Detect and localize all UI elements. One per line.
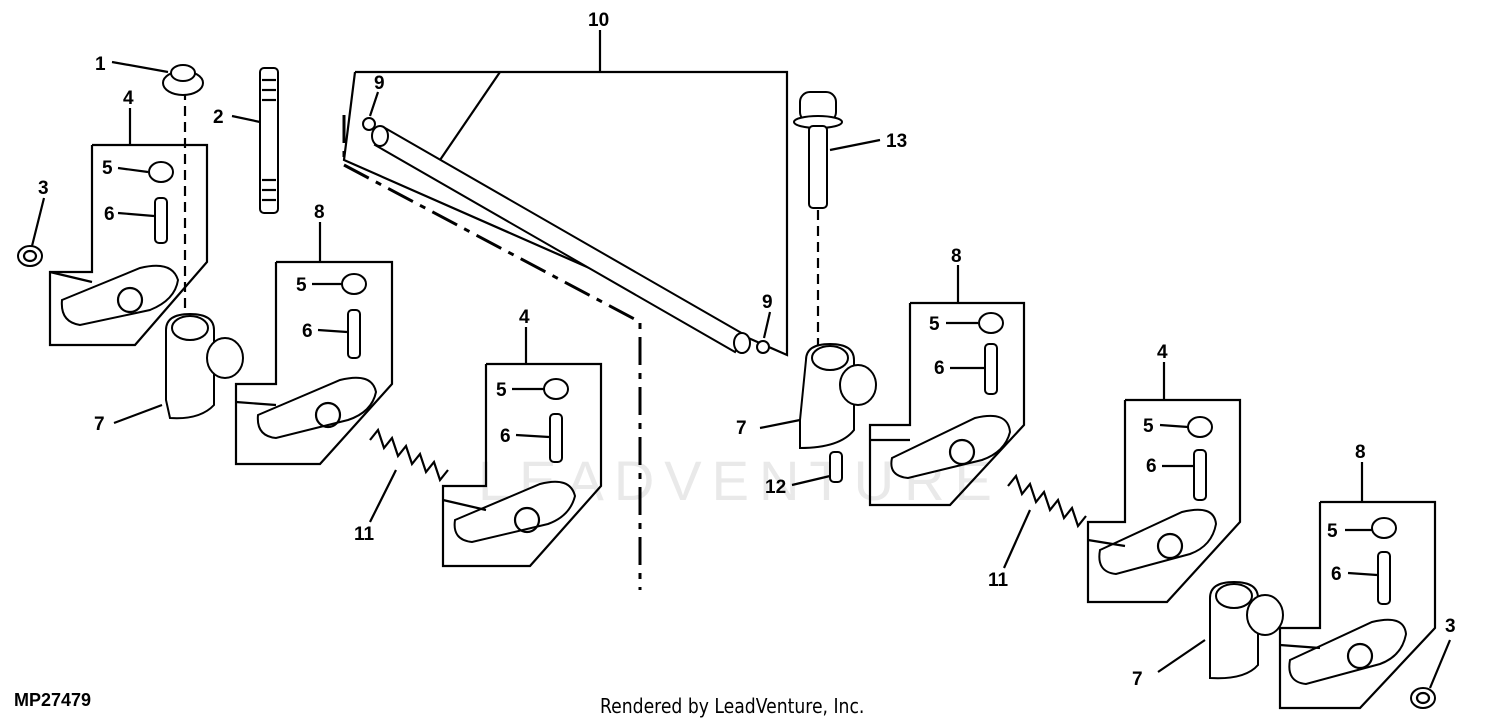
callout-6-e: 6	[1146, 456, 1157, 477]
callout-1: 1	[95, 54, 106, 75]
callout-7-left: 7	[94, 414, 105, 435]
callout-9-bottom: 9	[762, 292, 773, 313]
callout-6-d: 6	[934, 358, 945, 379]
dash-line-shaft-group	[342, 115, 642, 590]
stud-part	[259, 67, 279, 214]
adjusting-screws	[154, 197, 1391, 605]
callout-5-e: 5	[1143, 416, 1154, 437]
callout-5-b: 5	[296, 275, 307, 296]
leader-lines	[30, 30, 1452, 689]
group-frame-8-left	[234, 260, 394, 466]
bolt-part	[793, 91, 843, 345]
dowel-pin	[829, 451, 843, 483]
callout-3-right: 3	[1445, 616, 1456, 637]
group-frame-8-far-right	[1278, 500, 1437, 710]
callout-11-right: 11	[988, 570, 1009, 591]
callout-4-center: 4	[519, 307, 530, 328]
rocker-arms	[60, 264, 1408, 686]
group-frame-4-right	[1086, 398, 1242, 604]
rocker-brackets	[165, 312, 1284, 680]
figure-id: MP27479	[14, 690, 92, 710]
group-frame-10-shaft	[342, 70, 789, 357]
group-frame-8-right	[868, 301, 1026, 507]
callout-3-left: 3	[38, 178, 49, 199]
snap-ring-left	[17, 245, 43, 267]
group-frame-4-center	[441, 362, 603, 568]
snap-ring-right	[1410, 687, 1436, 709]
group-frame-4-left	[48, 143, 209, 347]
flange-nut-part	[162, 64, 204, 330]
callout-2: 2	[213, 107, 224, 128]
callout-7-right: 7	[1132, 669, 1143, 690]
callout-6-a: 6	[104, 204, 115, 225]
callout-12: 12	[765, 477, 786, 498]
callout-10: 10	[588, 10, 609, 31]
callout-7-center: 7	[736, 418, 747, 439]
callout-6-c: 6	[500, 426, 511, 447]
springs	[369, 427, 1087, 529]
callout-6-b: 6	[302, 321, 313, 342]
callout-8-left: 8	[314, 202, 325, 223]
rocker-shaft	[362, 117, 770, 354]
callout-8-right: 8	[951, 246, 962, 267]
callout-8-far-right: 8	[1355, 442, 1366, 463]
callout-9-top: 9	[374, 73, 385, 94]
callout-5-c: 5	[496, 380, 507, 401]
callout-11-left: 11	[354, 524, 375, 545]
adjusting-nuts	[148, 161, 1397, 539]
callout-13: 13	[886, 131, 907, 152]
callout-4-right: 4	[1157, 342, 1168, 363]
callout-5-f: 5	[1327, 521, 1338, 542]
render-credit: Rendered by LeadVenture, Inc.	[600, 694, 865, 718]
callout-5-d: 5	[929, 314, 940, 335]
callout-6-f: 6	[1331, 564, 1342, 585]
callout-5-a: 5	[102, 158, 113, 179]
callout-4-left: 4	[123, 88, 134, 109]
